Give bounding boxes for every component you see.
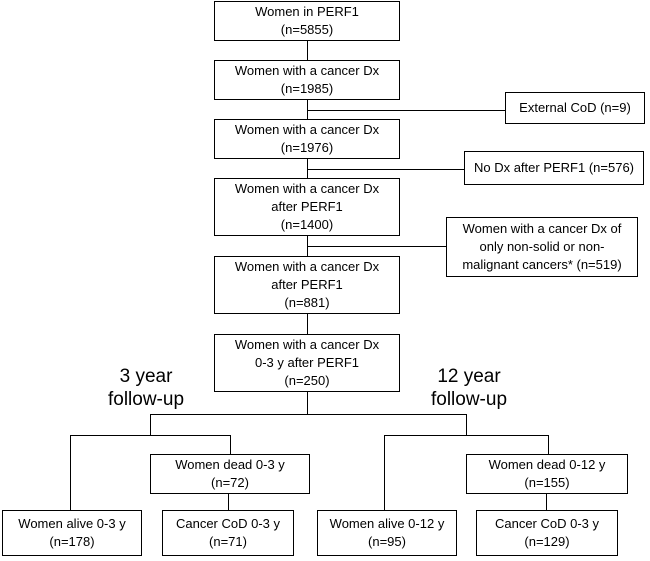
box-dx-after-perf1-1400: Women with a cancer Dx after PERF1 (n=14… [214,178,400,236]
box-line: (n=72) [211,475,249,490]
box-line: Women dead 0-3 y [175,457,285,472]
label-line: 12 year [437,366,501,387]
box-line: malignant cancers* (n=519) [462,257,622,272]
box-line: Women in PERF1 [255,4,359,19]
box-line: 0-3 y after PERF1 [254,355,360,370]
connector [150,414,466,415]
box-no-dx-after-perf1: No Dx after PERF1 (n=576) [464,151,644,185]
box-women-dead-0-12y: Women dead 0-12 y (n=155) [466,454,628,494]
connector [307,40,308,60]
box-line: Women with a cancer Dx of [462,221,622,236]
box-line: (n=5855) [280,22,334,37]
box-line: Women with a cancer Dx [234,122,380,137]
box-line: after PERF1 [271,199,343,214]
connector [307,246,446,247]
label-line: follow-up [430,389,508,410]
box-line: Women alive 0-3 y [18,516,126,531]
box-line: (n=95) [368,534,406,549]
box-line: Cancer CoD 0-3 y [494,516,600,531]
connector [307,110,505,111]
box-line: Women with a cancer Dx [234,259,380,274]
label-12-year-follow-up: 12 year follow-up [404,365,534,411]
box-line: Women dead 0-12 y [488,457,606,472]
connector [546,493,547,510]
connector [70,435,71,510]
box-women-in-perf1: Women in PERF1 (n=5855) [214,1,400,41]
connector [307,392,308,414]
box-line: (n=1400) [280,217,334,232]
connector [307,314,308,334]
box-cancer-dx-1985: Women with a cancer Dx (n=1985) [214,60,400,100]
box-line: (n=155) [524,475,570,490]
connector [466,414,467,435]
box-line: (n=178) [49,534,95,549]
box-line: only non-solid or non- [479,239,605,254]
label-3-year-follow-up: 3 year follow-up [86,365,206,411]
connector [548,435,549,454]
box-women-dead-0-3y: Women dead 0-3 y (n=72) [150,454,310,494]
box-non-solid-cancers: Women with a cancer Dx of only non-solid… [446,217,638,277]
connector [230,435,231,454]
label-line: follow-up [107,389,185,410]
box-line: Women with a cancer Dx [234,337,380,352]
box-line: (n=1976) [280,140,334,155]
box-dx-after-perf1-881: Women with a cancer Dx after PERF1 (n=88… [214,256,400,314]
box-line: Women with a cancer Dx [234,181,380,196]
box-women-alive-0-12y: Women alive 0-12 y (n=95) [317,510,457,556]
connector [70,435,230,436]
box-dx-0-3y-250: Women with a cancer Dx 0-3 y after PERF1… [214,334,400,392]
box-line: (n=881) [284,295,330,310]
box-cancer-cod-0-3y-left: Cancer CoD 0-3 y (n=71) [162,510,294,556]
box-line: Women with a cancer Dx [234,63,380,78]
box-line: Women alive 0-12 y [329,516,445,531]
connector [228,493,229,510]
box-line: after PERF1 [271,277,343,292]
box-cancer-cod-0-3y-right: Cancer CoD 0-3 y (n=129) [476,510,618,556]
connector [384,435,385,510]
box-line: Cancer CoD 0-3 y [175,516,281,531]
box-line: No Dx after PERF1 (n=576) [473,160,635,175]
connector [307,169,464,170]
box-cancer-dx-1976: Women with a cancer Dx (n=1976) [214,119,400,159]
connector [150,414,151,435]
box-line: (n=129) [524,534,570,549]
label-line: 3 year [119,366,173,387]
box-line: External CoD (n=9) [519,100,631,115]
box-external-cod: External CoD (n=9) [505,92,645,124]
box-line: (n=1985) [280,81,334,96]
box-line: (n=71) [209,534,247,549]
box-line: (n=250) [284,373,330,388]
connector [384,435,548,436]
box-women-alive-0-3y: Women alive 0-3 y (n=178) [2,510,142,556]
